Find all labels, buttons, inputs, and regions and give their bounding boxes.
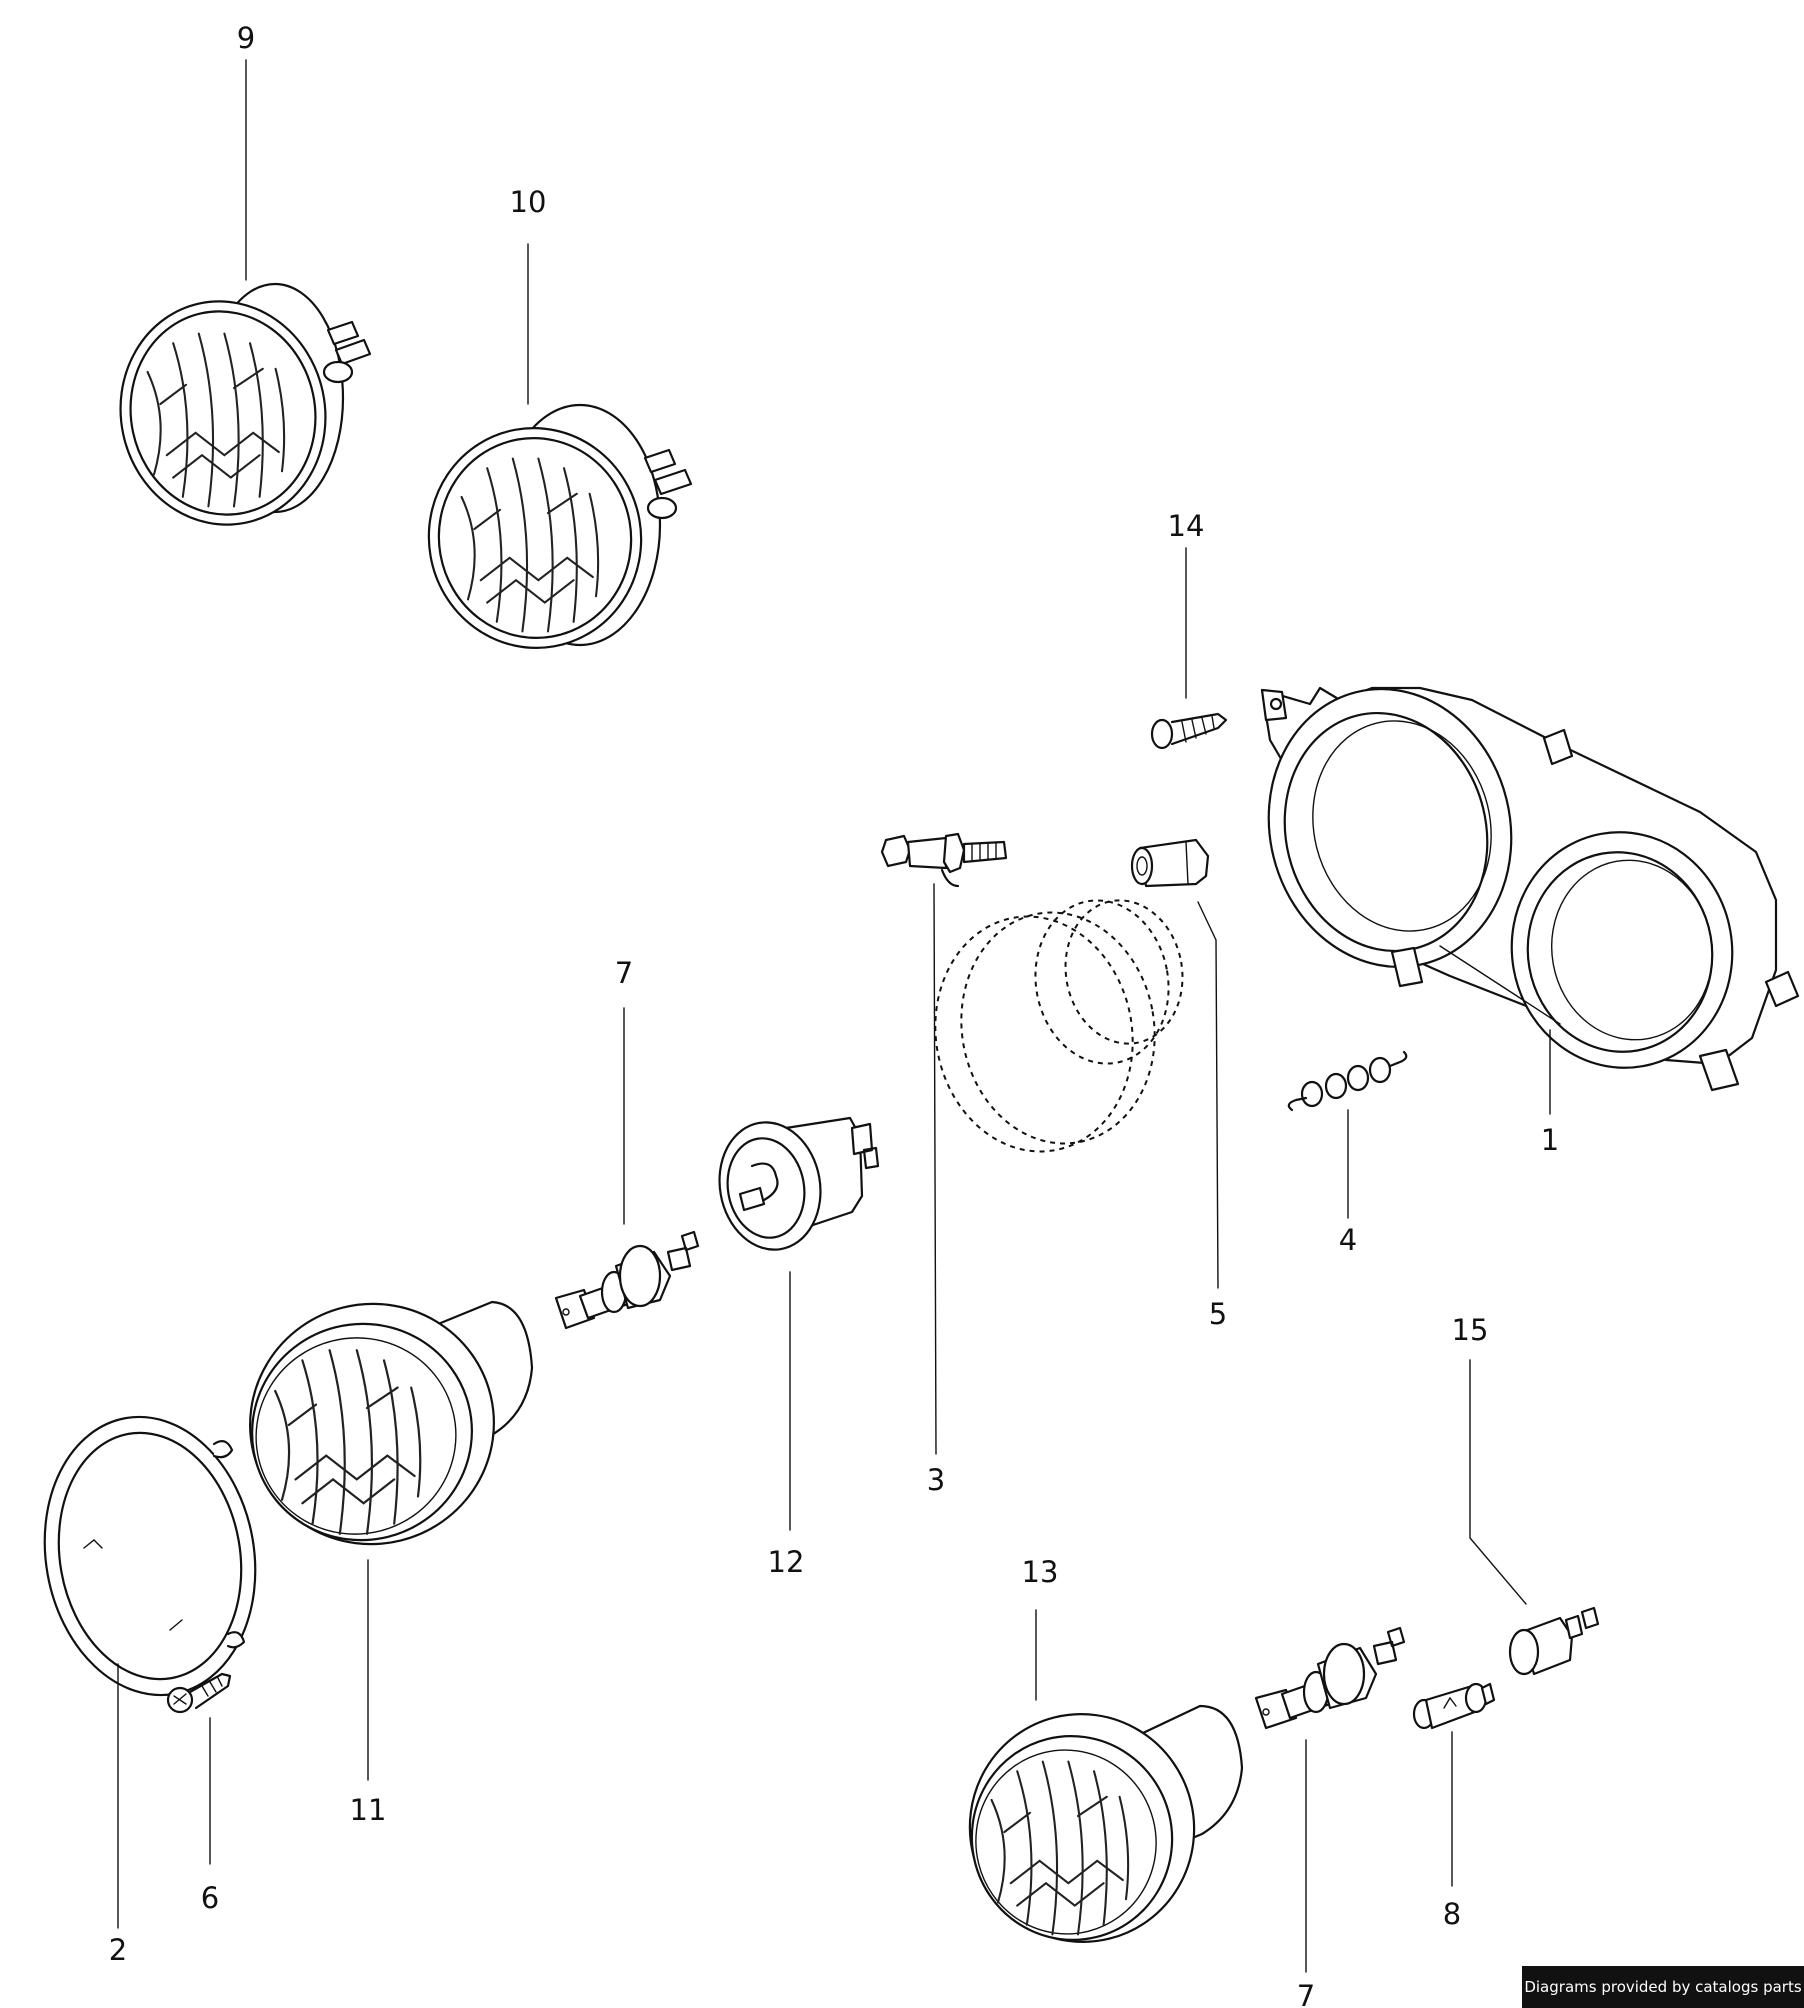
part-2-trim-ring[interactable] (23, 1400, 276, 1712)
callout-3: 3 (927, 1463, 945, 1497)
part-8-bulb[interactable] (1412, 1682, 1496, 1730)
part-9-headlamp-insert[interactable] (100, 282, 372, 544)
part-5-bulb-holder[interactable] (1130, 838, 1210, 888)
callout-6: 6 (201, 1881, 219, 1915)
leader-lines (117, 59, 1551, 1973)
part-15-bulb-holder[interactable] (1508, 1606, 1600, 1676)
part-3-adjusting-screw[interactable] (880, 832, 1008, 888)
part-14-screw[interactable] (1150, 712, 1228, 750)
callout-11: 11 (350, 1793, 387, 1827)
part-7-halogen-bulb-upper[interactable] (554, 1230, 700, 1330)
part-7-halogen-bulb-lower[interactable] (1254, 1626, 1406, 1730)
part-11-headlamp-insert[interactable] (225, 1278, 534, 1570)
callout-15: 15 (1452, 1313, 1489, 1347)
reference-dashed-headlamp (934, 899, 1184, 1153)
callout-labels: 9 10 14 1 4 5 3 7 12 11 2 6 13 7 8 15 (109, 21, 1559, 2008)
callout-7-lower: 7 (1297, 1979, 1315, 2008)
part-10-headlamp-insert[interactable] (412, 403, 693, 665)
callout-9: 9 (237, 21, 255, 55)
part-4-spring[interactable] (1287, 1050, 1408, 1112)
callout-5: 5 (1209, 1297, 1227, 1331)
part-13-headlamp-insert[interactable] (946, 1690, 1244, 1965)
callout-4: 4 (1339, 1223, 1357, 1257)
callout-10: 10 (510, 185, 547, 219)
callout-1: 1 (1541, 1123, 1559, 1157)
part-12-bulb-socket[interactable] (710, 1114, 880, 1257)
callout-14: 14 (1168, 509, 1205, 543)
callout-13: 13 (1022, 1555, 1059, 1589)
callout-8: 8 (1443, 1897, 1461, 1931)
callout-2: 2 (109, 1933, 127, 1967)
part-6-screw[interactable] (166, 1672, 232, 1714)
callout-7-upper: 7 (615, 956, 633, 990)
callout-12: 12 (768, 1545, 805, 1579)
credit-badge: Diagrams provided by catalogs parts (1522, 1966, 1804, 2008)
part-1-headlamp-housing[interactable] (1240, 663, 1800, 1092)
